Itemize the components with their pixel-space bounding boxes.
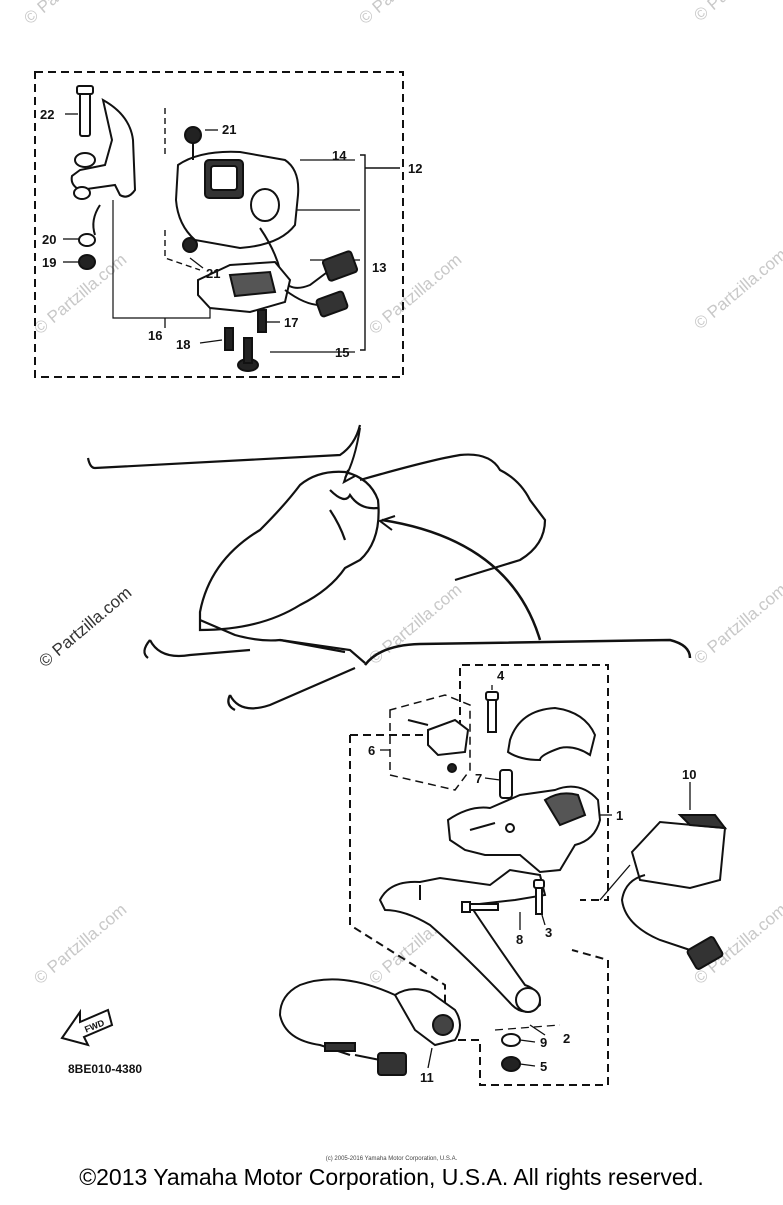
lever-screws [461, 879, 545, 915]
watermark: © Partzilla.com [20, 0, 120, 28]
callout-20: 20 [42, 232, 56, 247]
callout-7: 7 [475, 771, 482, 786]
leader-lines-lower [380, 685, 691, 1069]
fwd-arrow-icon: FWD [60, 1008, 114, 1047]
callout-8: 8 [516, 932, 523, 947]
callout-2: 2 [563, 1031, 570, 1046]
callout-14: 14 [332, 148, 347, 163]
callout-17: 17 [284, 315, 298, 330]
diagram-code: 8BE010-4380 [68, 1062, 142, 1076]
callout-21: 21 [206, 266, 220, 281]
callout-21: 21 [222, 122, 236, 137]
throttle-housing [446, 785, 602, 874]
callouts-top: 22 21 14 12 20 19 21 13 17 16 18 15 [40, 107, 422, 360]
callouts-lower: 4 6 7 10 1 8 3 2 9 5 11 [368, 668, 696, 1085]
bracket-with-bolt [70, 85, 137, 236]
watermark: © Partzilla.com [690, 0, 783, 25]
callout-22: 22 [40, 107, 54, 122]
callout-15: 15 [335, 345, 349, 360]
watermark: © Partzilla.com [35, 583, 135, 671]
top-inset [34, 71, 404, 378]
snowmobile-outline [86, 424, 692, 711]
screws [224, 309, 267, 372]
switch-10 [599, 814, 728, 970]
watermark: © Partzilla.com [30, 900, 130, 988]
callout-5: 5 [540, 1059, 547, 1074]
watermark: © Partzilla.com [690, 580, 783, 668]
callout-6: 6 [368, 743, 375, 758]
washer-nut [501, 1033, 521, 1072]
copyright-small: (c) 2005-2016 Yamaha Motor Corporation, … [325, 1156, 458, 1162]
callout-18: 18 [176, 337, 190, 352]
lower-switch-unit [197, 260, 349, 318]
callout-13: 13 [372, 260, 386, 275]
leader-lines-top [63, 113, 280, 344]
callout-12: 12 [408, 161, 422, 176]
watermark: © Partzilla.com [690, 245, 783, 333]
throttle-cover [506, 706, 597, 762]
copyright: ©2013 Yamaha Motor Corporation, U.S.A. A… [79, 1164, 704, 1190]
watermark: © Partzilla.com [355, 0, 455, 28]
throttle-lever [378, 868, 547, 1013]
bolt-and-collar [485, 691, 513, 799]
callout-3: 3 [545, 925, 552, 940]
switch-housing [174, 126, 359, 289]
nuts [78, 233, 96, 270]
throttle-sensor-11 [278, 978, 461, 1076]
watermark: © Partzilla.com [365, 580, 465, 668]
small-switch-6 [407, 718, 470, 773]
callout-1: 1 [616, 808, 623, 823]
inset-dashed-border [34, 71, 404, 378]
callout-9: 9 [540, 1035, 547, 1050]
callout-4: 4 [497, 668, 505, 683]
callout-10: 10 [682, 767, 696, 782]
callout-19: 19 [42, 255, 56, 270]
callout-16: 16 [148, 328, 162, 343]
callout-11: 11 [420, 1070, 434, 1085]
